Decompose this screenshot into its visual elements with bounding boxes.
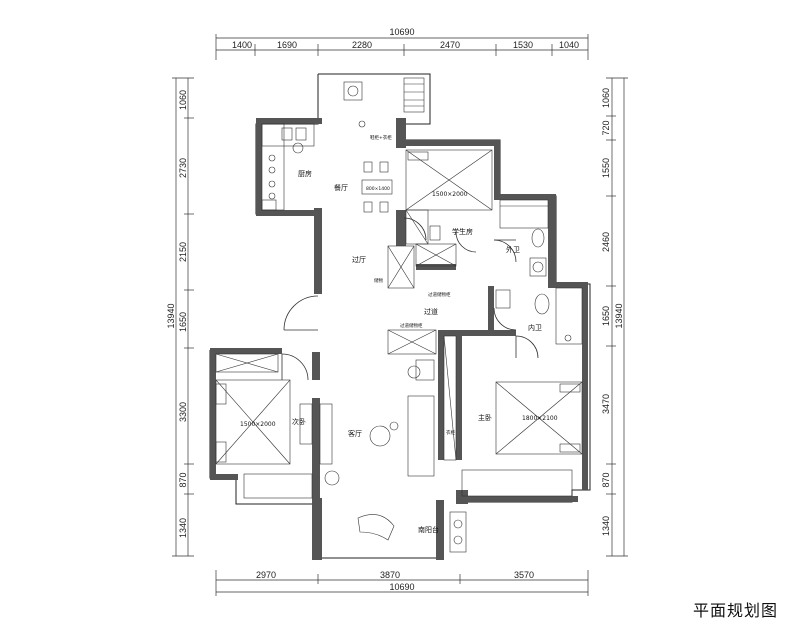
bottom-dimension-2: 3870 (380, 570, 400, 580)
master-bedroom-label: 主卧 (478, 413, 492, 422)
living-room-furniture (319, 359, 467, 553)
left-dimension-1: 1060 (178, 90, 188, 110)
bottom-dimension-line (215, 570, 589, 596)
second-bed-size: 1500×2000 (240, 421, 276, 428)
plan-caption: 平面规划图 (692, 601, 778, 620)
right-dimension-labels: 1060 720 1550 2460 1650 13940 3470 870 1… (601, 88, 624, 536)
right-dimension-1: 1060 (601, 88, 611, 108)
left-dimension-4: 1650 (178, 312, 188, 332)
top-dimension-6: 1040 (559, 40, 579, 50)
left-dimension-7: 1340 (178, 518, 188, 538)
right-dimension-line (606, 77, 628, 557)
right-dimension-5: 1650 (601, 306, 611, 326)
bottom-total-dimension: 10690 (389, 582, 414, 592)
kitchen-fixtures (261, 123, 315, 211)
student-bed-size: 1500×2000 (432, 191, 468, 198)
right-dimension-2: 720 (601, 120, 611, 135)
dining-label: 餐厅 (334, 183, 348, 192)
left-dimension-2: 2730 (178, 158, 188, 178)
dining-table (361, 161, 393, 213)
left-dimension-6: 870 (178, 472, 188, 487)
second-bedroom-label: 次卧 (292, 417, 306, 426)
walls (210, 118, 588, 560)
hall-label: 过厅 (352, 255, 366, 264)
student-bed (405, 149, 493, 267)
top-dimension-4: 2470 (440, 40, 460, 50)
corridor-cabinet-2: 过道储物柜 (400, 322, 423, 329)
balcony-label: 南阳台 (418, 525, 439, 534)
corridor-label: 过道 (424, 307, 438, 316)
right-dimension-3: 1550 (601, 158, 611, 178)
kitchen-label: 厨房 (298, 169, 312, 178)
top-dimension-1: 1400 (232, 40, 252, 50)
master-bedroom-furniture (443, 335, 583, 497)
left-dimension-labels: 1060 2730 2150 13940 1650 3300 870 1340 (166, 90, 188, 538)
doors (281, 217, 539, 381)
hall-storage-label: 储物 (374, 277, 383, 284)
top-dimension-2: 1690 (277, 40, 297, 50)
right-dimension-4: 2460 (601, 232, 611, 252)
master-bed-size: 1800×2100 (522, 415, 558, 422)
top-dimension-5: 1530 (513, 40, 533, 50)
bottom-dimension-3: 3570 (514, 570, 534, 580)
corridor-cabinet-1: 过道储物柜 (428, 291, 451, 298)
right-dimension-7: 870 (601, 472, 611, 487)
top-dimension-line (215, 34, 589, 60)
right-dimension-8: 1340 (601, 516, 611, 536)
left-dimension-3: 2150 (178, 242, 188, 262)
corridor-cabinets (387, 245, 437, 355)
left-dimension-5: 3300 (178, 402, 188, 422)
dining-table-size: 800×1400 (366, 186, 390, 192)
right-dimension-6: 3470 (601, 394, 611, 414)
left-dimension-line (172, 77, 194, 557)
outer-bath-fixtures (499, 199, 549, 277)
inner-bath-label: 内卫 (528, 323, 542, 332)
cabinet-note: 鞋柜+衣柜 (370, 134, 392, 141)
top-balcony-fixtures (343, 77, 425, 128)
left-total-dimension: 13940 (166, 303, 176, 328)
top-dimension-3: 2280 (352, 40, 372, 50)
second-bedroom-furniture (215, 353, 313, 499)
outer-bath-label: 外卫 (506, 245, 520, 254)
living-room-label: 客厅 (348, 429, 362, 438)
student-room-label: 学生房 (452, 227, 473, 236)
right-total-dimension: 13940 (614, 303, 624, 328)
wardrobe-label: 衣柜 (446, 429, 455, 436)
inner-bath-fixtures (495, 287, 583, 345)
top-total-dimension: 10690 (389, 27, 414, 37)
bottom-dimension-1: 2970 (256, 570, 276, 580)
